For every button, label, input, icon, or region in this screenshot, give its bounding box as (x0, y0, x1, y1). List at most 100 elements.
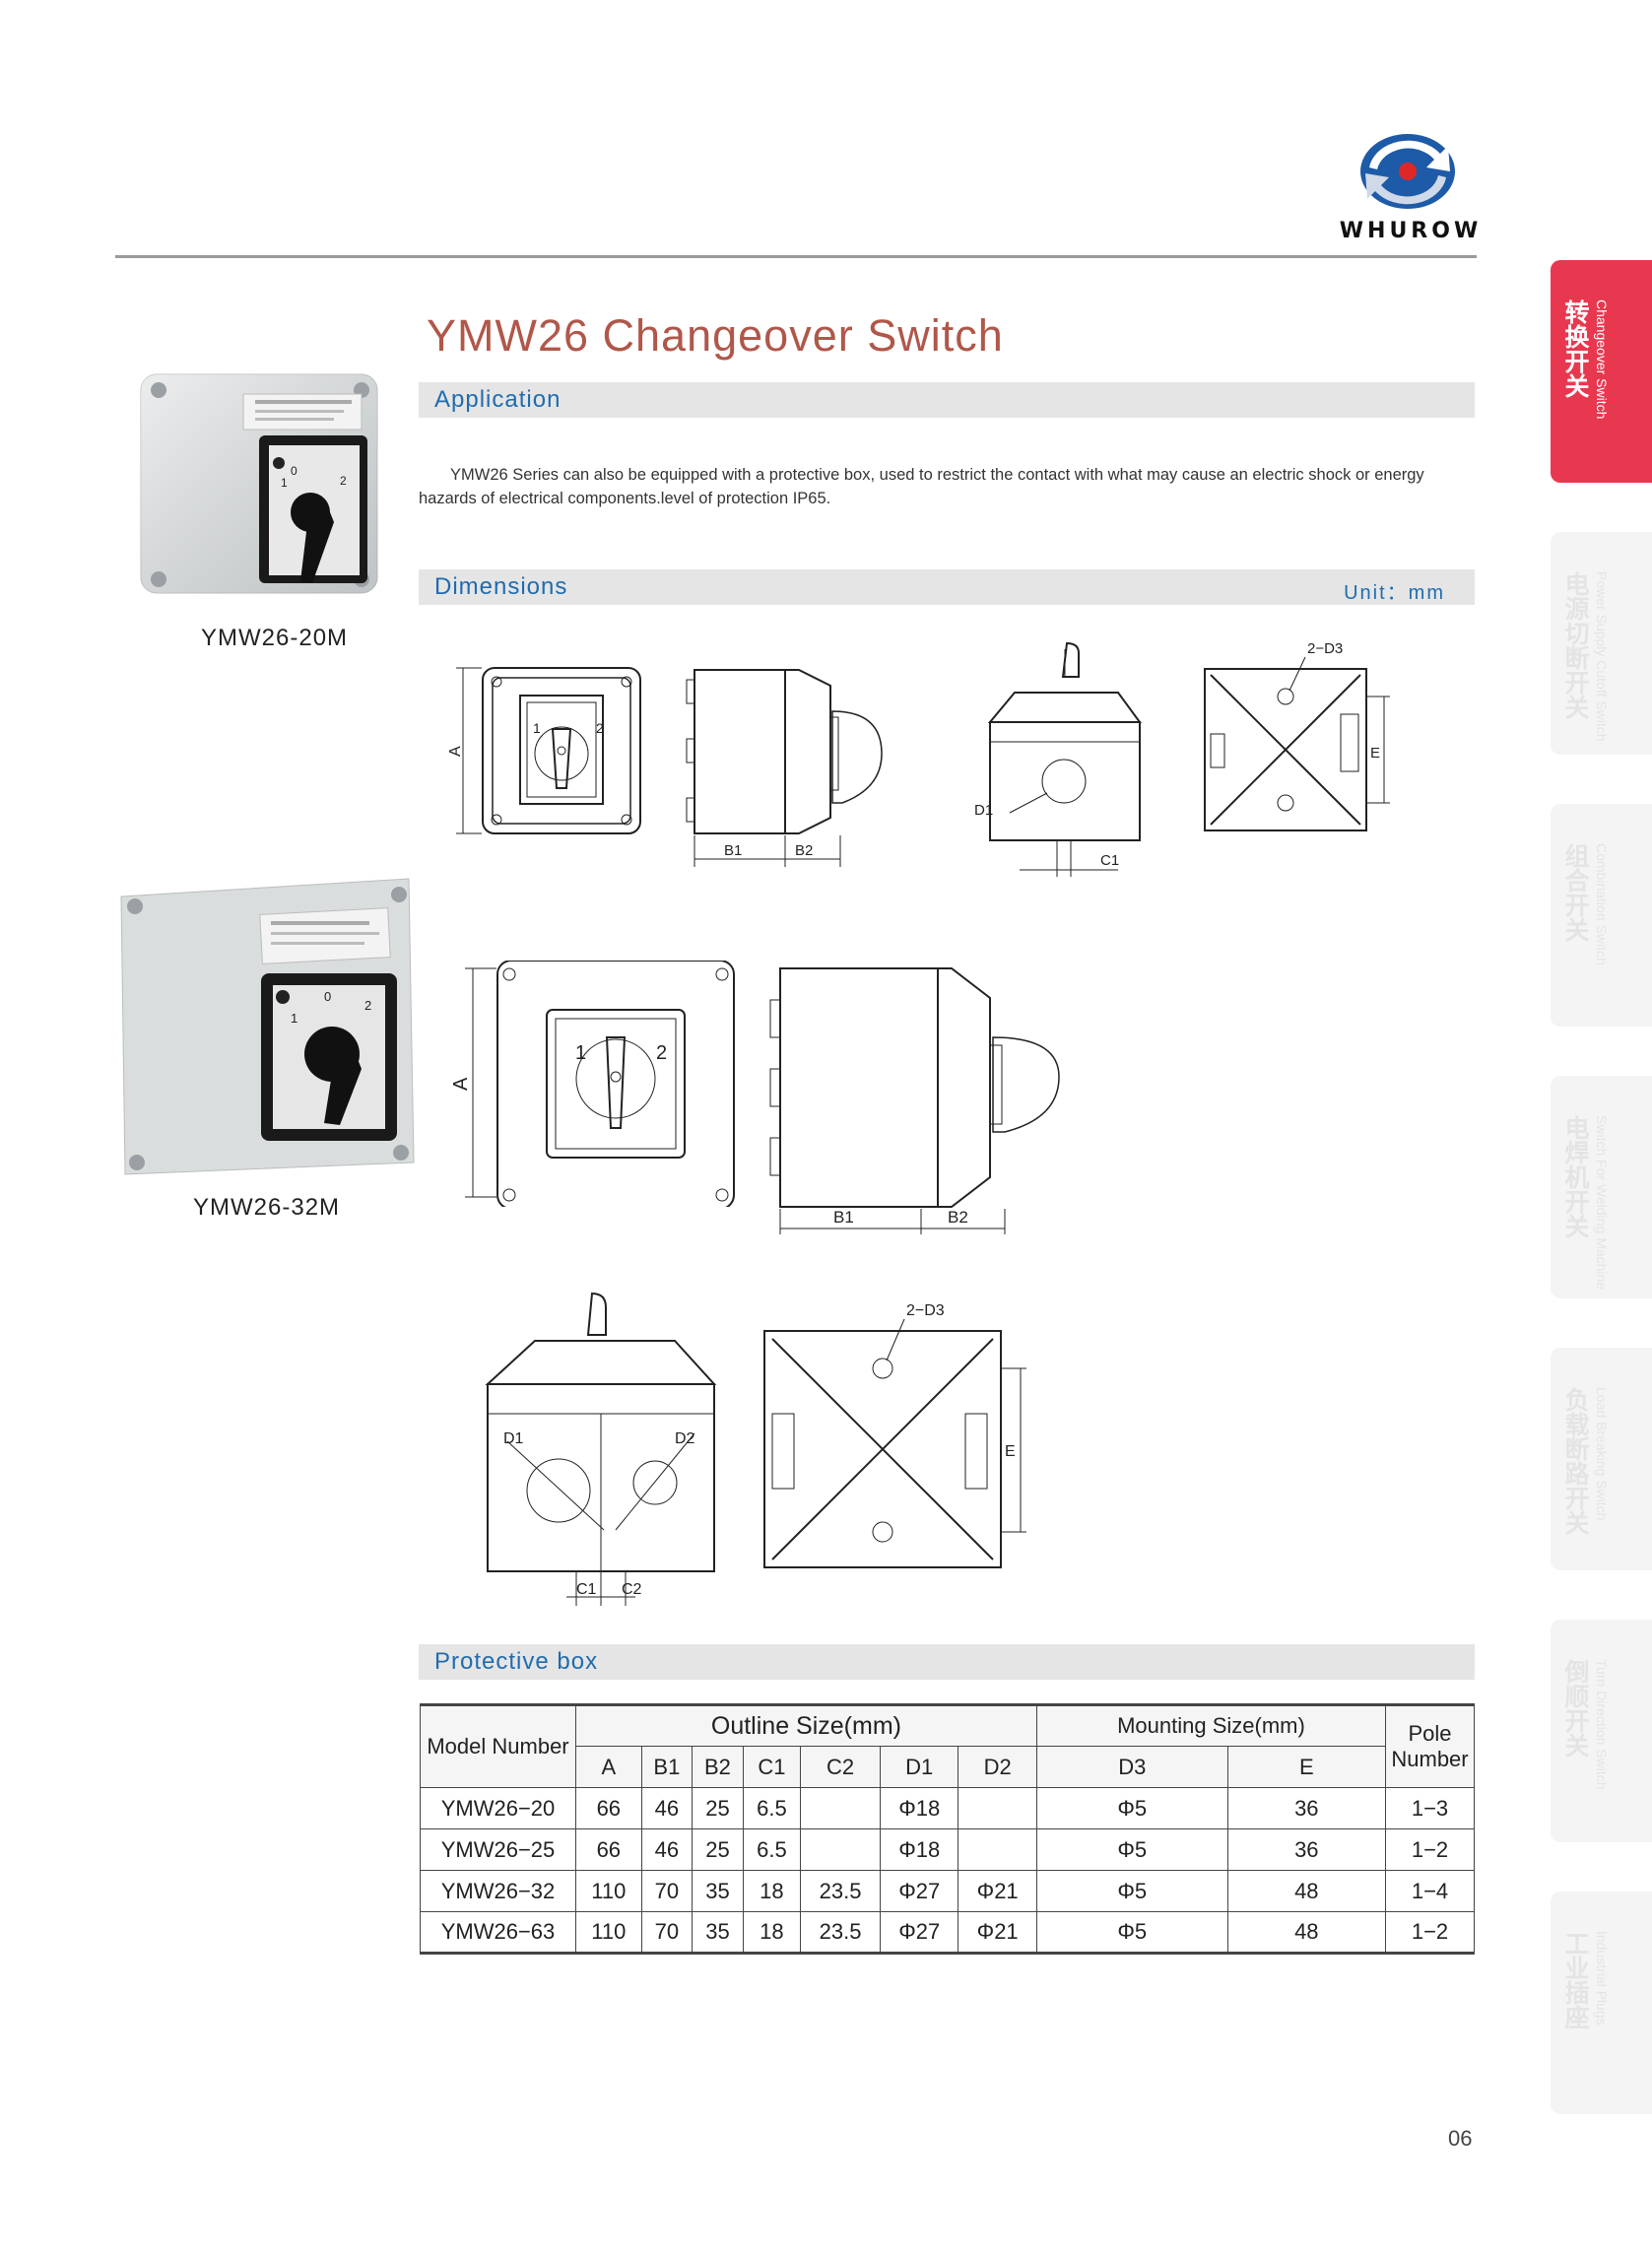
cell-pole: 1−3 (1385, 1787, 1475, 1829)
sidebar-item-en: Combination Switch (1594, 843, 1610, 965)
cell-b2: 25 (692, 1787, 744, 1829)
sidebar-item-en: Industrial Plugs (1594, 1931, 1610, 2025)
dimensions-bar: Dimensions Unit：mm (419, 569, 1475, 605)
svg-text:1: 1 (281, 476, 288, 490)
svg-text:2: 2 (340, 474, 347, 488)
cell-c2 (800, 1787, 881, 1829)
cell-d2 (958, 1828, 1037, 1871)
cell-a: 66 (575, 1828, 642, 1871)
cell-pole: 1−2 (1385, 1828, 1475, 1871)
header-model: Model Number (420, 1704, 576, 1788)
cell-c1: 6.5 (742, 1787, 802, 1829)
product-caption: YMW26-20M (201, 625, 349, 651)
brand-name: WHUROW (1339, 219, 1483, 243)
cell-pole: 1−2 (1385, 1911, 1475, 1955)
cell-b2: 25 (692, 1828, 744, 1871)
sidebar-item-welding-switch[interactable]: 电焊机开关 Switch For Welding Machine (1551, 1076, 1652, 1298)
sidebar-item-en: Turn Direction Switch (1594, 1659, 1610, 1790)
sidebar-item-en: Power Supply Cutoff Switch (1594, 571, 1610, 742)
protective-box-bar: Protective box (419, 1644, 1475, 1680)
dim-label-pos1: 1 (533, 720, 541, 736)
sidebar-item-en: Switch For Welding Machine (1594, 1115, 1610, 1291)
cell-d1: Φ27 (879, 1870, 959, 1912)
cell-a: 110 (575, 1870, 642, 1912)
col-d1: D1 (879, 1746, 959, 1788)
cell-d1: Φ27 (879, 1911, 959, 1955)
header-outline: Outline Size(mm) (575, 1704, 1037, 1747)
drawing-20-front-view: 1 2 A (448, 667, 641, 834)
col-c1: C1 (742, 1746, 802, 1788)
cell-model: YMW26−32 (420, 1870, 576, 1912)
product-photo-ymw26-32m: 0 1 2 (120, 878, 415, 1175)
sidebar-item-en: Changeover Switch (1594, 299, 1610, 420)
cell-e: 36 (1226, 1787, 1387, 1829)
dim-label-a: A (448, 746, 464, 757)
protective-box-heading: Protective box (434, 1648, 599, 1675)
dim-label-d1: D1 (503, 1430, 524, 1447)
svg-text:2: 2 (364, 998, 371, 1013)
product-caption: YMW26-32M (193, 1194, 341, 1221)
dim-label-e: E (1370, 745, 1380, 762)
cell-c2: 23.5 (800, 1870, 881, 1912)
page-title: YMW26 Changeover Switch (427, 310, 1004, 361)
cell-model: YMW26−25 (420, 1828, 576, 1871)
protective-box-table: Model Number Outline Size(mm) Mounting S… (420, 1703, 1475, 1955)
sidebar-item-industrial-plugs[interactable]: 工业插座 Industrial Plugs (1551, 1892, 1652, 2114)
sidebar-item-cn: 工业插座 (1561, 1931, 1590, 2029)
drawing-20-back-view: 2−D3 E (1204, 640, 1390, 831)
cell-b2: 35 (692, 1870, 744, 1912)
cell-model: YMW26−20 (420, 1787, 576, 1829)
drawing-32-side-view: B1 B2 (769, 967, 1060, 1234)
drawing-20-bottom-view: D1 C1 (974, 641, 1142, 877)
application-heading: Application (434, 386, 562, 413)
dim-label-a: A (453, 1077, 472, 1091)
cell-b2: 35 (692, 1911, 744, 1955)
dim-label-d1: D1 (974, 802, 993, 819)
table-row: YMW26−20 66 46 25 6.5 Φ18 Φ5 36 1−3 (420, 1787, 1475, 1829)
sidebar-item-turn-direction[interactable]: 倒顺开关 Turn Direction Switch (1551, 1620, 1652, 1842)
header-rule (115, 255, 1477, 258)
table-row: YMW26−32 110 70 35 18 23.5 Φ27 Φ21 Φ5 48… (420, 1870, 1475, 1912)
cell-e: 48 (1226, 1870, 1387, 1912)
col-d3: D3 (1035, 1746, 1228, 1788)
col-e: E (1226, 1746, 1387, 1788)
product-photo-ymw26-20m: 01 2 (140, 373, 378, 594)
dimensions-unit: Unit：mm (1344, 582, 1445, 604)
dim-label-d2: D2 (675, 1430, 695, 1447)
cell-pole: 1−4 (1385, 1870, 1475, 1912)
cell-c2: 23.5 (800, 1911, 881, 1955)
sidebar-item-cn: 负载断路开关 (1561, 1387, 1590, 1535)
dim-label-pos2: 2 (596, 720, 604, 736)
cell-d2: Φ21 (958, 1911, 1037, 1955)
sidebar-item-cn: 电源切断开关 (1561, 571, 1590, 719)
dim-label-b1: B1 (724, 842, 742, 859)
sidebar-item-en: Load Breaking Switch (1594, 1387, 1610, 1521)
drawing-32-front-view: 1 2 A (453, 961, 735, 1207)
dim-label-b1: B1 (833, 1208, 854, 1227)
sidebar-item-changeover-switch[interactable]: 转换开关 Changeover Switch (1551, 260, 1652, 483)
dim-label-c1: C1 (1100, 852, 1119, 869)
dim-label-pos2: 2 (656, 1042, 667, 1064)
table-row: YMW26−25 66 46 25 6.5 Φ18 Φ5 36 1−2 (420, 1828, 1475, 1871)
cell-a: 66 (575, 1787, 642, 1829)
col-b2: B2 (692, 1746, 744, 1788)
col-b1: B1 (640, 1746, 694, 1788)
svg-text:0: 0 (291, 464, 297, 478)
sidebar-item-load-breaking[interactable]: 负载断路开关 Load Breaking Switch (1551, 1348, 1652, 1570)
dimensions-heading: Dimensions (434, 573, 568, 600)
cell-d3: Φ5 (1035, 1870, 1228, 1912)
cell-b1: 70 (640, 1870, 694, 1912)
drawing-20-side-view: B1 B2 (686, 669, 883, 867)
cell-d3: Φ5 (1035, 1787, 1228, 1829)
cell-d1: Φ18 (879, 1828, 959, 1871)
sidebar-item-power-cutoff[interactable]: 电源切断开关 Power Supply Cutoff Switch (1551, 532, 1652, 755)
sidebar-item-combination-switch[interactable]: 组合开关 Combination Switch (1551, 804, 1652, 1027)
svg-text:0: 0 (324, 989, 331, 1004)
svg-text:1: 1 (291, 1011, 297, 1026)
header-mounting: Mounting Size(mm) (1035, 1704, 1387, 1747)
dim-label-c1: C1 (576, 1581, 597, 1598)
cell-b1: 70 (640, 1911, 694, 1955)
page-number: 06 (1448, 2126, 1473, 2151)
cell-c2 (800, 1828, 881, 1871)
cell-c1: 6.5 (742, 1828, 802, 1871)
